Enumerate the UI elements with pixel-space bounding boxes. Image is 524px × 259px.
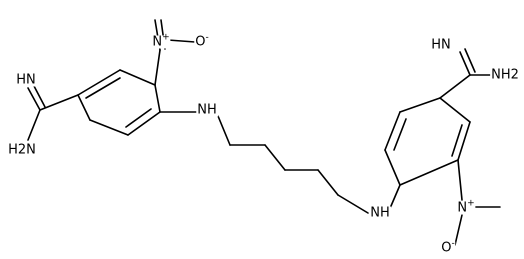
left-nitro-oxygen-label: O-: [194, 32, 210, 50]
right-imine-label: HN: [430, 37, 452, 53]
left-nh-label: NH: [196, 102, 218, 118]
left-nitro-nitrogen-label: N+: [151, 32, 171, 50]
right-nitro-nitrogen-label: N+: [456, 198, 476, 216]
left-imine-label: HN: [15, 72, 37, 88]
left-amine-label: H2N: [7, 142, 37, 158]
right-amine-label: NH2: [490, 67, 520, 83]
right-nh-label: NH: [369, 205, 391, 221]
right-nitro-oxygen-label: O-: [440, 238, 456, 256]
